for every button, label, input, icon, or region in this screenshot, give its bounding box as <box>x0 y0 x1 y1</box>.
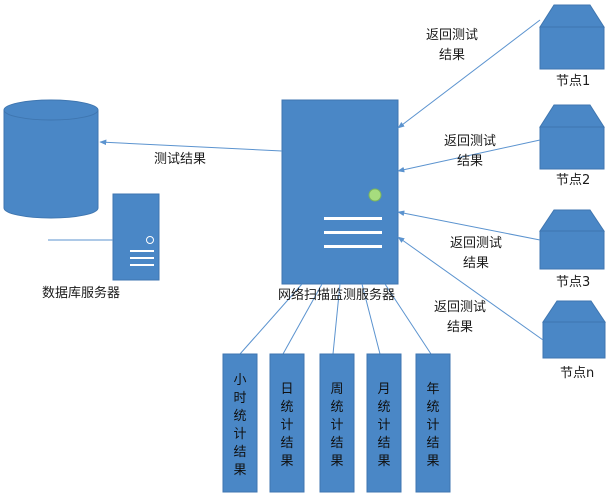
result-to-db-arrow <box>99 139 283 152</box>
node1-label: 节点1 <box>556 74 591 89</box>
stat-text-hour: 小时统计结果 <box>233 373 247 478</box>
db-server-tower-icon <box>112 193 160 281</box>
node3-arrow <box>397 210 541 241</box>
noden-arrow <box>397 236 544 341</box>
stat-bar-year <box>415 353 451 493</box>
node3-icon <box>539 209 605 270</box>
status-led-icon <box>368 188 382 202</box>
stat-line-day <box>282 283 323 355</box>
noden-icon <box>542 300 606 359</box>
stat-line-year <box>384 283 432 355</box>
database-cylinder-icon <box>3 99 99 219</box>
stat-line-month <box>361 283 381 355</box>
stat-bar-day <box>269 353 305 493</box>
node2-arrow <box>397 139 541 173</box>
stat-line-hour <box>239 283 303 355</box>
node1-arrow <box>397 19 541 129</box>
stat-line-week <box>332 283 341 355</box>
return-label-4: 返回测试结果 <box>434 300 487 335</box>
main-server-label: 网络扫描监测服务器 <box>278 288 396 303</box>
main-server-icon <box>281 99 399 285</box>
stat-text-year: 年统计结果 <box>426 382 440 469</box>
node2-label: 节点2 <box>556 173 591 188</box>
stat-bar-month <box>366 353 402 493</box>
to-db-label: 测试结果 <box>154 152 207 167</box>
node1-icon <box>539 4 605 70</box>
node2-icon <box>539 104 605 170</box>
noden-label: 节点n <box>560 366 595 381</box>
stat-bar-week <box>319 353 355 493</box>
return-label-3: 返回测试结果 <box>450 236 503 271</box>
db-server-label: 数据库服务器 <box>42 286 121 301</box>
return-label-2: 返回测试结果 <box>444 134 497 169</box>
stat-text-month: 月统计结果 <box>377 382 391 469</box>
return-label-1: 返回测试结果 <box>426 28 479 63</box>
stat-bar-hour <box>222 353 258 493</box>
stat-text-day: 日统计结果 <box>280 382 294 469</box>
stat-text-week: 周统计结果 <box>330 382 344 469</box>
node3-label: 节点3 <box>556 275 591 290</box>
